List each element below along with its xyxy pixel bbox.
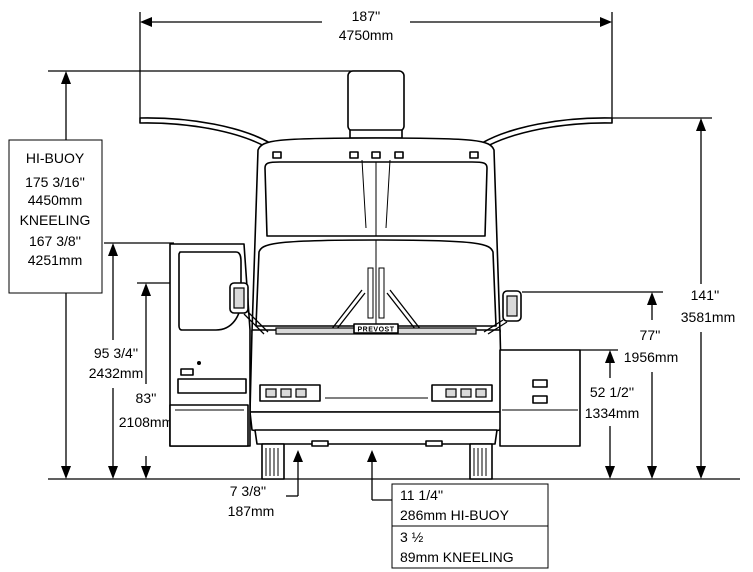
tires xyxy=(261,443,493,480)
mirror-height-imperial-label: 77'' xyxy=(640,327,661,343)
bumper-clearance-metric-label: 187mm xyxy=(228,503,275,519)
baggage-compartment xyxy=(483,290,581,447)
prevost-badge: PREVOST xyxy=(358,327,395,334)
compartment-height-imperial-label: 52 1/2'' xyxy=(590,384,634,400)
roof-ac-unit xyxy=(347,70,405,139)
mirror-height-dimension: 77'' 1956mm xyxy=(522,291,678,479)
ground-clearance-line4: 89mm KNEELING xyxy=(400,549,514,565)
compartment-height-dimension: 52 1/2'' 1334mm xyxy=(580,349,639,479)
ground-clearance-dimension: 11 1/4'' 286mm HI-BUOY 3 ½ 89mm KNEELING xyxy=(367,450,549,569)
compartment-height-metric-label: 1334mm xyxy=(585,405,639,421)
bus-body: PREVOST xyxy=(249,137,503,447)
width-metric-label: 4750mm xyxy=(339,27,393,43)
overall-height-dimension: 141'' 3581mm xyxy=(612,117,735,479)
door-height-imperial-label: 95 3/4'' xyxy=(94,345,138,361)
hibuoy-box-line4: KNEELING xyxy=(20,212,91,228)
ground-clearance-line2: 286mm HI-BUOY xyxy=(400,507,510,523)
hibuoy-box-line1: HI-BUOY xyxy=(26,150,85,166)
hibuoy-height-dimension: HI-BUOY 175 3/16'' 4450mm KNEELING 167 3… xyxy=(8,70,400,479)
width-dimension: 187'' 4750mm xyxy=(139,8,613,118)
door-height-dimension: 95 3/4'' 2432mm xyxy=(89,242,174,479)
hibuoy-box-line5: 167 3/8'' xyxy=(29,233,81,249)
door-height-metric-label: 2432mm xyxy=(89,365,143,381)
overall-height-imperial-label: 141'' xyxy=(691,287,720,303)
entrance-door xyxy=(169,243,269,447)
hibuoy-box-line2: 175 3/16'' xyxy=(25,174,85,190)
overall-height-metric-label: 3581mm xyxy=(681,309,735,325)
ground-clearance-line3: 3 ½ xyxy=(400,529,424,545)
door-opening-dimension: 83'' 2108mm xyxy=(119,282,232,479)
bumper-clearance-imperial-label: 7 3/8'' xyxy=(230,483,266,499)
door-opening-imperial-label: 83'' xyxy=(136,390,157,406)
width-imperial-label: 187'' xyxy=(352,8,381,24)
mirror-height-metric-label: 1956mm xyxy=(624,349,678,365)
hibuoy-height-box xyxy=(8,139,103,294)
ground-clearance-line1: 11 1/4'' xyxy=(400,487,443,503)
hibuoy-box-line6: 4251mm xyxy=(28,252,82,268)
door-opening-metric-label: 2108mm xyxy=(119,414,173,430)
hibuoy-box-line3: 4450mm xyxy=(28,192,82,208)
bumper-clearance-dimension: 7 3/8'' 187mm xyxy=(228,450,303,519)
